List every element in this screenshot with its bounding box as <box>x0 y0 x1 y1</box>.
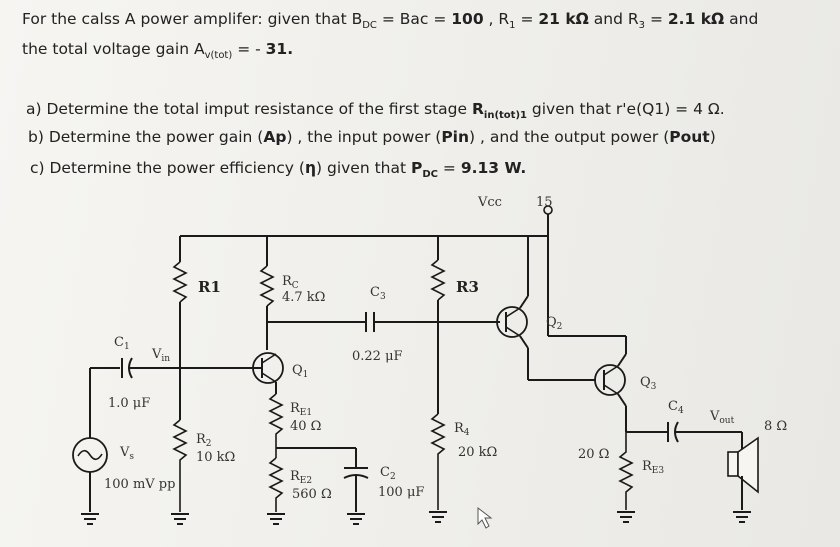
q1-label: Q1 <box>292 363 308 380</box>
q3-label: Q3 <box>640 375 657 392</box>
rc-label: RC <box>282 274 299 291</box>
r4-label: R4 <box>454 421 470 438</box>
transistor-q1 <box>252 352 284 394</box>
r3-label: R3 <box>456 278 479 296</box>
speaker-icon <box>727 436 759 523</box>
resistor-re3 <box>616 432 636 523</box>
vs-label: Vs <box>119 445 134 462</box>
rc-value: 4.7 kΩ <box>282 290 325 305</box>
resistor-r3 <box>430 236 446 414</box>
c1-label: C1 <box>114 335 130 352</box>
vin-label: Vin <box>151 347 170 364</box>
re1-value: 40 Ω <box>290 419 321 434</box>
re2-value: 560 Ω <box>292 487 332 502</box>
r4-value: 20 kΩ <box>458 445 497 460</box>
resistor-r2 <box>170 368 190 525</box>
resistor-re1 <box>268 393 284 458</box>
capacitor-c3 <box>365 312 500 332</box>
r2-value: 10 kΩ <box>196 450 235 465</box>
problem-line-2: the total voltage gain Av(tot) = - 31. <box>22 40 294 62</box>
problem-line-1: For the calss A power amplifer: given th… <box>22 10 759 32</box>
r1-label: R1 <box>198 278 221 296</box>
question-c: c) Determine the power efficiency (η) gi… <box>30 159 527 181</box>
c2-label: C2 <box>380 465 396 482</box>
capacitor-c4 <box>626 421 743 452</box>
resistor-rc <box>259 236 366 350</box>
question-a: a) Determine the total imput resistance … <box>26 100 725 122</box>
signal-source-icon <box>72 367 120 525</box>
vout-label: Vout <box>709 409 735 426</box>
r2-label: R2 <box>196 432 212 449</box>
vcc-value: 15 <box>536 195 553 210</box>
vcc-rail <box>180 205 553 237</box>
mouse-cursor-icon <box>477 506 493 529</box>
re2-label: RE2 <box>290 469 312 486</box>
capacitor-c2 <box>276 447 369 525</box>
vcc-label: Vcc <box>477 195 502 210</box>
q2-label: Q2 <box>546 315 562 332</box>
c3-value: 0.22 μF <box>352 349 403 364</box>
c3-label: C3 <box>370 285 386 302</box>
transistor-q2 <box>496 236 596 381</box>
capacitor-c1 <box>121 357 254 379</box>
r20-value: 20 Ω <box>578 447 609 462</box>
c2-value: 100 μF <box>378 485 424 500</box>
re1-label: RE1 <box>290 401 312 418</box>
speaker-value: 8 Ω <box>764 419 787 434</box>
resistor-re2 <box>266 457 286 525</box>
source-value: 100 mV pp <box>104 477 175 492</box>
c4-label: C4 <box>668 399 684 416</box>
resistor-r1 <box>172 236 188 368</box>
resistor-r4 <box>428 413 448 523</box>
question-b: b) Determine the power gain (Ap) , the i… <box>28 128 716 146</box>
transistor-q3 <box>547 236 627 432</box>
c1-value: 1.0 μF <box>108 396 150 411</box>
re3-label: RE3 <box>642 459 664 476</box>
